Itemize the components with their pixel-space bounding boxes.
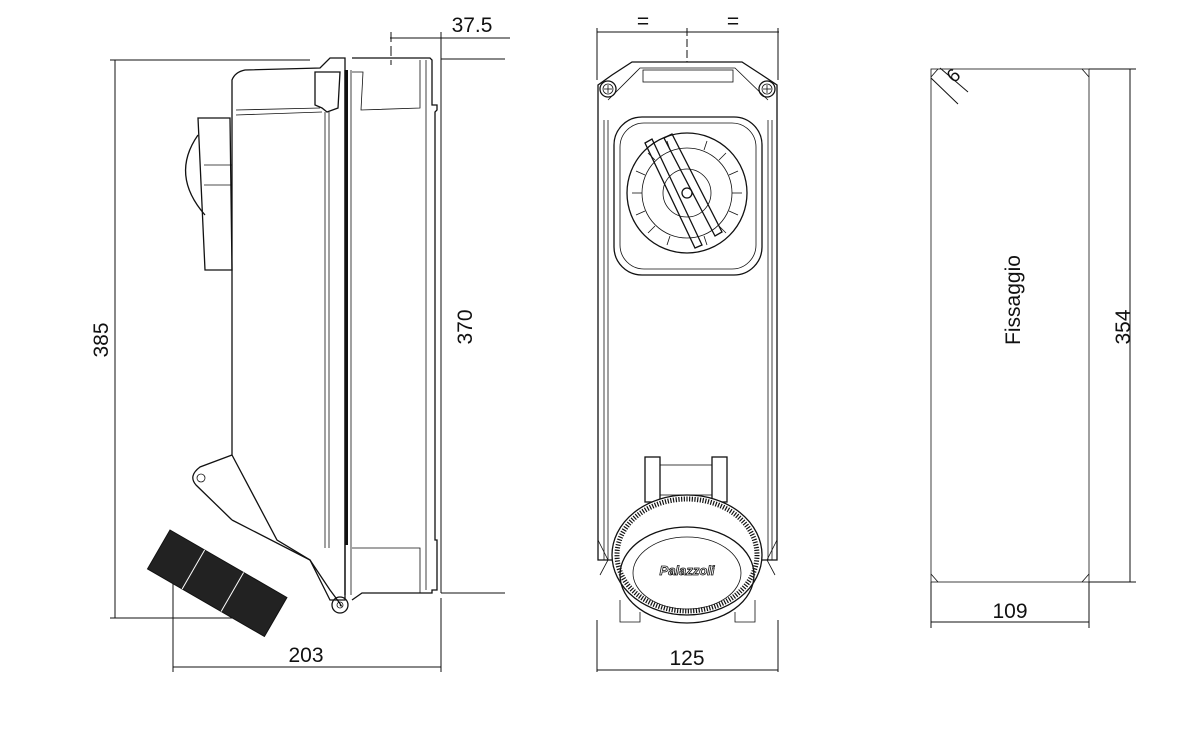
fixing-label: Fissaggio <box>1002 255 1025 345</box>
enclosure-side <box>146 57 438 638</box>
palazzoli-logo: Palazzoli <box>660 563 715 578</box>
dim-203-label: 203 <box>288 644 323 667</box>
fixing-plate: 6 Fissaggio 354 109 <box>930 65 1136 628</box>
dimension-109: 109 <box>930 582 1090 628</box>
dim-6-label: 6 <box>943 65 965 87</box>
dim-370-label: 370 <box>454 309 477 344</box>
dimension-203: 203 <box>172 560 442 672</box>
dim-109-label: 109 <box>992 600 1027 623</box>
dim-125-label: 125 <box>669 647 704 670</box>
dim-37-5-label: 37.5 <box>452 14 493 37</box>
dim-385-label: 385 <box>90 322 113 357</box>
front-view: = = 125 <box>596 10 779 672</box>
dim-354-label: 354 <box>1112 309 1135 344</box>
dimension-370: 370 <box>440 58 505 594</box>
screw-icon <box>599 80 617 98</box>
screw-icon <box>758 80 776 98</box>
dimension-354: 354 <box>1089 68 1136 583</box>
dimension-equal: = = <box>596 10 779 80</box>
socket-ring <box>611 494 763 616</box>
dim-equal-left-label: = <box>637 10 649 33</box>
socket-cap-side <box>146 529 288 638</box>
enclosure-front: Palazzoli <box>597 61 778 624</box>
dimension-385: 385 <box>90 59 310 619</box>
rotary-switch <box>613 116 763 276</box>
side-view: 385 370 37.5 203 <box>90 14 510 672</box>
dim-equal-right-label: = <box>727 10 739 33</box>
socket-front: Palazzoli <box>597 456 778 624</box>
dimension-37-5: 37.5 <box>390 14 510 65</box>
dimension-125: 125 <box>596 620 779 672</box>
